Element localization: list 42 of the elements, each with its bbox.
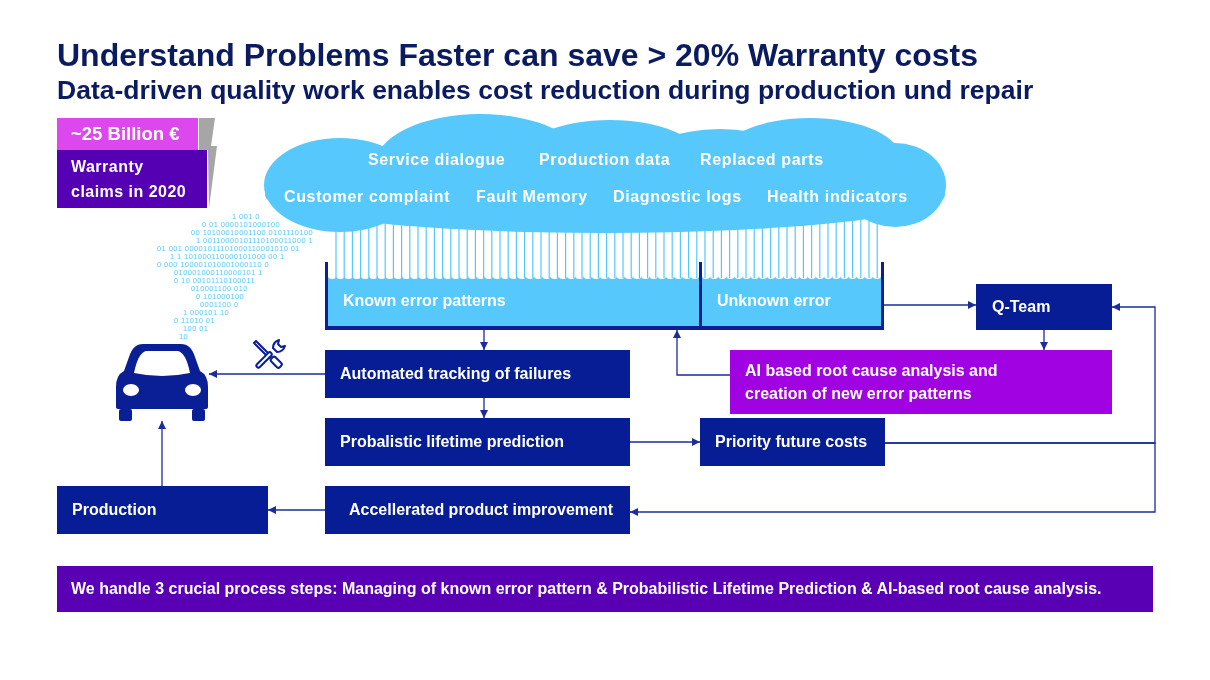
arrow [673,329,731,376]
process-box [57,486,268,534]
process-label: AI based root cause analysis and creation of new error patterns [745,361,999,404]
data-source-label: Health indicators [767,188,908,206]
process-box [325,350,630,398]
summary-banner [57,566,1153,612]
data-source-label: Customer complaint [284,188,451,206]
claims-caption: Warranty claims in 2020 [71,157,188,202]
claims-panel [57,150,207,208]
process-box [730,350,1112,414]
process-label: Probalistic lifetime prediction [340,432,565,452]
data-source-label: Replaced parts [700,151,824,169]
process-box [325,486,630,534]
process-label: Production [72,500,157,520]
data-source-label: Fault Memory [476,188,588,206]
process-label: Automated tracking of failures [340,364,572,384]
data-source-label: Production data [539,151,671,169]
compartment-label: Unknown error [717,291,831,310]
title: Understand Problems Faster can save > 20% Warranty costs [57,37,978,74]
summary-text: We handle 3 crucial process steps: Managing of known error pattern & Probabilistic Lifetime Prediction & AI-based root cause analysis. [71,579,1102,599]
car-icon [115,343,209,421]
cost-figure: ~25 Billion € [71,124,180,144]
data-source-label: Diagnostic logs [613,188,742,206]
arrow [629,438,701,446]
arrow [883,301,977,309]
team-box [976,284,1112,330]
arrow [1040,329,1048,351]
arrow [629,442,1156,516]
arrow [480,397,488,419]
subtitle: Data-driven quality work enables cost reduction during production und repair [57,75,1034,105]
arrow [158,420,166,487]
arrow [480,329,488,351]
process-label: Accellerated product improvement [349,500,614,520]
process-box [325,418,630,466]
arrow [267,506,326,514]
arrow [208,370,326,378]
data-source-label: Service dialogue [368,151,506,169]
cost-badge [57,118,198,150]
process-label: Priority future costs [715,432,868,452]
process-box [700,418,885,466]
team-label: Q-Team [992,297,1051,317]
compartment-label: Known error patterns [343,291,506,310]
